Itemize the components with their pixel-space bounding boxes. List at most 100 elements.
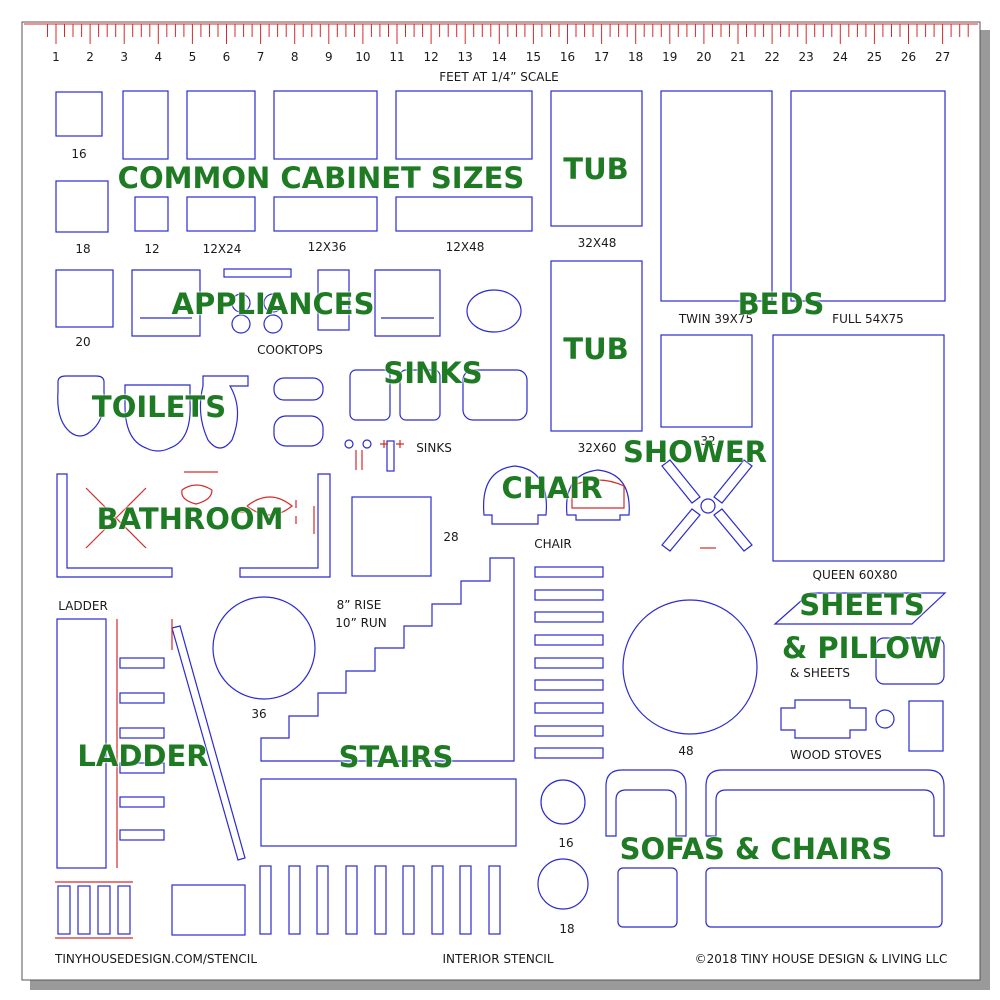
slat (288, 865, 301, 935)
bed-twin (660, 90, 773, 302)
appliance-range (131, 269, 201, 337)
ruler-number: 26 (901, 50, 916, 64)
sink-small-2 (273, 415, 324, 447)
slat (259, 865, 272, 935)
bar (534, 657, 604, 669)
heading-chair: CHAIR (501, 471, 603, 505)
bar (534, 747, 604, 759)
heading-sinks: SINKS (383, 356, 483, 390)
label-12x24: 12X24 (202, 242, 242, 256)
ruler-number: 19 (662, 50, 677, 64)
ladder-rung (119, 762, 165, 774)
ruler-number: 25 (867, 50, 882, 64)
sheet-border (21, 21, 981, 981)
sink-small-1 (273, 377, 324, 401)
bar (534, 725, 604, 737)
pillow-shape (875, 637, 945, 685)
cooktop-burner (263, 293, 283, 313)
ruler-number: 13 (458, 50, 473, 64)
label-16: 16 (71, 147, 87, 161)
appliance-fridge (317, 269, 350, 331)
cabinet-24x36 (273, 90, 378, 160)
bathroom-wall-left (56, 473, 173, 578)
heading-tub-1: TUB (563, 152, 629, 186)
footer-copyright: ©2018 TINY HOUSE DESIGN & LIVING LLC (694, 952, 948, 966)
sofa-outline (705, 769, 945, 837)
wood-stove-1 (780, 699, 867, 739)
label-chair-small: CHAIR (534, 537, 572, 551)
ruler-number: 3 (120, 50, 128, 64)
sofa-chair-outline (605, 769, 687, 837)
ruler-number: 8 (291, 50, 299, 64)
bed-queen (772, 334, 945, 562)
slat (345, 865, 358, 935)
ladder-rail-angled (171, 625, 246, 861)
slat (459, 865, 472, 935)
label-32x48: 32X48 (577, 236, 617, 250)
bar (534, 589, 604, 601)
label-queen: QUEEN 60X80 (812, 568, 898, 582)
heading-bathroom: BATHROOM (96, 502, 284, 536)
label-sinks-small: SINKS (416, 441, 452, 455)
ruler-number: 1 (52, 50, 60, 64)
ruler-number: 16 (560, 50, 575, 64)
heading-sofas: SOFAS & CHAIRS (619, 832, 893, 866)
toilet-3 (199, 375, 249, 449)
label-cooktops: COOKTOPS (257, 343, 323, 357)
slat (488, 865, 501, 935)
wood-stove-round (875, 709, 895, 729)
heading-ladder: LADDER (77, 739, 209, 773)
ruler-number: 12 (423, 50, 438, 64)
ruler-number: 20 (696, 50, 711, 64)
cabinet-24x16 (122, 90, 169, 160)
ruler-number: 11 (389, 50, 404, 64)
cabinet-16 (55, 91, 103, 137)
toilet-1 (57, 375, 105, 437)
ladder-rung (119, 796, 165, 808)
circle-18 (537, 858, 589, 910)
red-guides (55, 440, 716, 939)
cabinet-20 (55, 269, 114, 328)
sheets-shape (773, 592, 947, 625)
ruler-number: 18 (628, 50, 643, 64)
appliance-counter (223, 268, 292, 278)
label-wood-stoves: WOOD STOVES (790, 748, 882, 762)
slat (316, 865, 329, 935)
ruler-number: 2 (86, 50, 94, 64)
footer-title: INTERIOR STENCIL (442, 952, 554, 966)
ruler-number: 23 (799, 50, 814, 64)
label-32x60: 32X60 (577, 441, 617, 455)
square-28 (351, 496, 432, 577)
cooktop-burner (263, 314, 283, 334)
ruler-number: 6 (223, 50, 231, 64)
cabinet-12x36 (273, 196, 378, 232)
sink-oval (466, 289, 522, 333)
bed-full (790, 90, 946, 302)
cabinet-24x24 (186, 90, 256, 160)
label-rise: 8” RISE (336, 598, 382, 612)
toilet-2 (124, 384, 191, 452)
sink-basin-1 (349, 369, 391, 421)
label-12x48: 12X48 (445, 240, 485, 254)
label-circle-16: 16 (558, 836, 574, 850)
label-20: 20 (75, 335, 91, 349)
label-full: FULL 54X75 (832, 312, 904, 326)
shower-32 (660, 334, 753, 428)
ruler-number: 14 (492, 50, 507, 64)
ruler-number: 15 (526, 50, 541, 64)
tiny-rect (57, 885, 71, 935)
label-shower-32: 32 (700, 434, 716, 448)
scale-caption: FEET AT 1/4” SCALE (439, 70, 559, 84)
bar (534, 566, 604, 578)
heading-tub-2: TUB (563, 332, 629, 366)
stairs-profile (260, 557, 515, 762)
circle-36 (212, 596, 316, 700)
slat (431, 865, 444, 935)
chair-2 (565, 469, 630, 521)
slat (374, 865, 387, 935)
cooktop-burner (231, 293, 251, 313)
label-28: 28 (443, 530, 459, 544)
wood-stove-2 (908, 700, 944, 752)
